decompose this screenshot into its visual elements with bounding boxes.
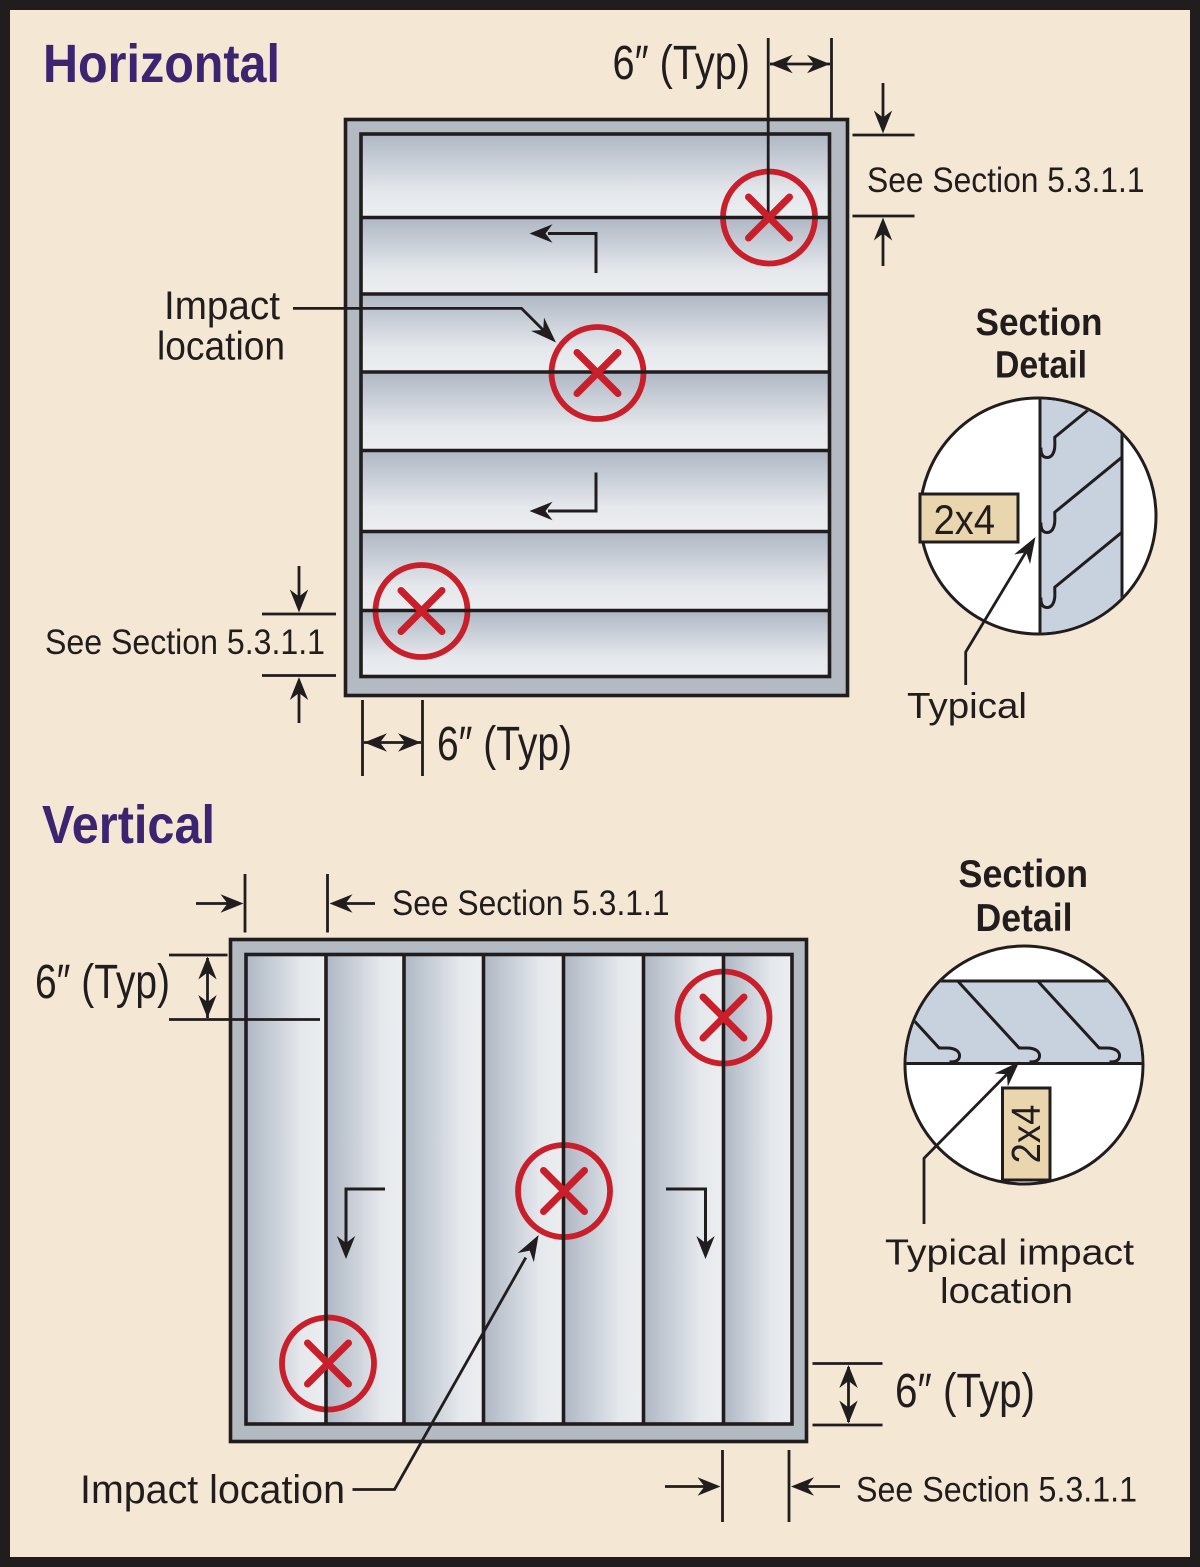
- svg-text:Horizontal: Horizontal: [43, 34, 280, 94]
- svg-text:6″ (Typ): 6″ (Typ): [35, 956, 170, 1009]
- svg-text:Section: Section: [976, 302, 1103, 344]
- svg-text:Impact location: Impact location: [80, 1468, 345, 1512]
- svg-text:See Section 5.3.1.1: See Section 5.3.1.1: [867, 161, 1145, 200]
- svg-text:location: location: [940, 1270, 1073, 1311]
- svg-text:location: location: [157, 325, 285, 369]
- svg-text:Detail: Detail: [995, 345, 1087, 387]
- svg-text:2x4: 2x4: [934, 496, 995, 543]
- svg-text:See Section 5.3.1.1: See Section 5.3.1.1: [392, 884, 670, 923]
- svg-text:Typical: Typical: [907, 685, 1027, 726]
- svg-text:6″ (Typ): 6″ (Typ): [437, 718, 572, 771]
- svg-text:Typical impact: Typical impact: [885, 1232, 1134, 1273]
- svg-text:6″ (Typ): 6″ (Typ): [895, 1365, 1035, 1418]
- svg-text:See Section 5.3.1.1: See Section 5.3.1.1: [45, 623, 325, 662]
- svg-text:Detail: Detail: [976, 897, 1073, 940]
- svg-text:Section: Section: [959, 853, 1089, 896]
- svg-text:2x4: 2x4: [1003, 1105, 1049, 1164]
- svg-text:See Section 5.3.1.1: See Section 5.3.1.1: [856, 1471, 1137, 1510]
- svg-text:Impact: Impact: [164, 284, 280, 328]
- svg-text:Vertical: Vertical: [42, 795, 215, 855]
- svg-text:6″ (Typ): 6″ (Typ): [613, 37, 751, 90]
